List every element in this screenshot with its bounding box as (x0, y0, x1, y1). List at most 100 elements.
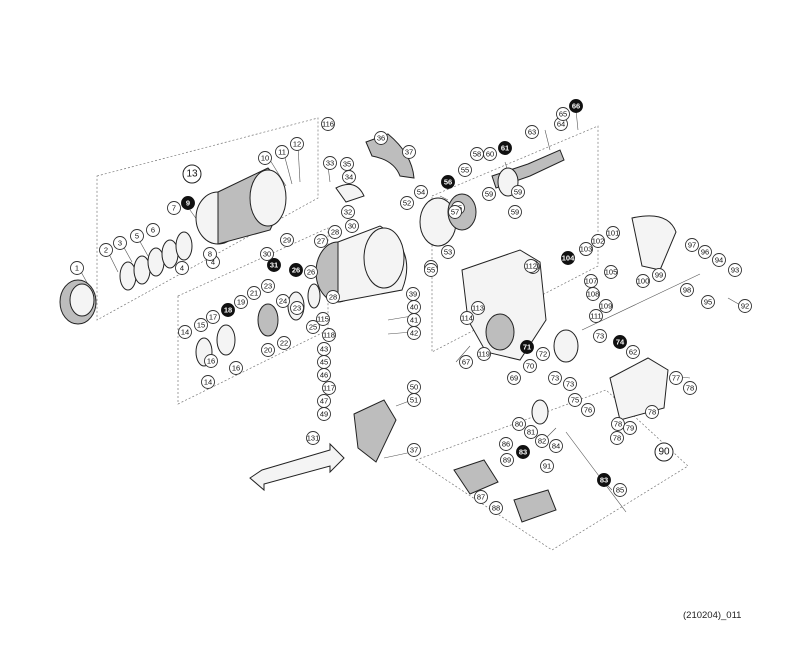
svg-text:28: 28 (329, 293, 337, 302)
svg-text:107: 107 (585, 277, 598, 286)
part-number-callout: 10 (258, 151, 272, 165)
part-number-callout: 55 (458, 163, 472, 177)
svg-text:104: 104 (562, 254, 575, 263)
part-number-callout: 16 (204, 354, 218, 368)
part-number-callout: 81 (524, 425, 538, 439)
svg-text:131: 131 (307, 434, 320, 443)
svg-text:30: 30 (263, 250, 271, 259)
svg-text:41: 41 (410, 316, 418, 325)
svg-text:87: 87 (477, 493, 485, 502)
svg-text:98: 98 (683, 286, 691, 295)
part-number-callout: 75 (568, 393, 582, 407)
part-number-callout: 53 (441, 245, 455, 259)
svg-text:105: 105 (605, 268, 618, 277)
part-number-callout: 72 (536, 347, 550, 361)
svg-text:75: 75 (571, 396, 579, 405)
part-number-callout: 52 (400, 196, 414, 210)
handle-group-frame (415, 389, 689, 551)
part-number-callout: 77 (669, 371, 683, 385)
part-number-callout: 29 (280, 233, 294, 247)
svg-text:4: 4 (211, 258, 215, 267)
svg-text:95: 95 (704, 298, 712, 307)
part-number-callout: 79 (623, 421, 637, 435)
svg-text:1: 1 (75, 264, 79, 273)
svg-text:32: 32 (344, 208, 352, 217)
part-number-callout: 30 (260, 247, 274, 261)
svg-text:15: 15 (197, 321, 205, 330)
svg-text:101: 101 (607, 229, 620, 238)
svg-text:19: 19 (237, 298, 245, 307)
part-number-callout: 59 (482, 187, 496, 201)
part-number-callout: 89 (500, 453, 514, 467)
part-number-callout: 45 (317, 355, 331, 369)
part-number-callout: 71 (520, 340, 534, 354)
svg-text:55: 55 (427, 266, 435, 275)
part-number-callout: 95 (701, 295, 715, 309)
part-number-callout: 86 (499, 437, 513, 451)
svg-text:56: 56 (444, 178, 452, 187)
part-number-callout: 74 (613, 335, 627, 349)
part-number-callout: 69 (507, 371, 521, 385)
part-number-callout: 14 (201, 375, 215, 389)
svg-text:92: 92 (741, 302, 749, 311)
part-number-callout: 92 (738, 299, 752, 313)
part-number-callout: 66 (569, 99, 583, 113)
svg-text:73: 73 (596, 332, 604, 341)
part-number-callout: 16 (229, 361, 243, 375)
svg-text:65: 65 (559, 110, 567, 119)
part-number-callout: 109 (599, 299, 613, 313)
part-number-callout: 62 (626, 345, 640, 359)
part-number-callout: 104 (561, 251, 575, 265)
part-number-callout: 34 (342, 170, 356, 184)
svg-text:24: 24 (279, 297, 287, 306)
svg-text:84: 84 (552, 442, 560, 451)
part-number-callout: 17 (206, 310, 220, 324)
svg-text:81: 81 (527, 428, 535, 437)
part-number-callout: 60 (483, 147, 497, 161)
svg-text:113: 113 (472, 304, 484, 313)
svg-text:109: 109 (600, 302, 613, 311)
part-number-callout: 12 (290, 137, 304, 151)
part-number-callout: 119 (477, 347, 491, 361)
arrow-symbol (249, 442, 345, 492)
part-number-callout: 36 (374, 131, 388, 145)
svg-text:83: 83 (519, 448, 527, 457)
handle (453, 399, 627, 523)
part-number-callout: 113 (471, 301, 485, 315)
part-number-callout: 87 (474, 490, 488, 504)
svg-text:12: 12 (293, 140, 301, 149)
part-number-callout: 47 (317, 394, 331, 408)
svg-text:13: 13 (186, 169, 198, 180)
svg-text:3: 3 (118, 239, 122, 248)
part-number-callout: 59 (511, 185, 525, 199)
part-number-callout: 99 (652, 268, 666, 282)
svg-text:14: 14 (181, 328, 189, 337)
part-number-callout: 20 (261, 343, 275, 357)
part-number-callout: 46 (317, 368, 331, 382)
svg-text:78: 78 (686, 384, 694, 393)
svg-text:4: 4 (180, 264, 184, 273)
svg-text:79: 79 (626, 424, 634, 433)
svg-text:27: 27 (317, 237, 325, 246)
oscillation-parts (553, 273, 701, 363)
part-number-callout: 73 (563, 377, 577, 391)
group-label: 90 (654, 442, 674, 462)
part-number-callout: 108 (586, 287, 600, 301)
svg-text:59: 59 (485, 190, 493, 199)
part-number-callout: 83 (516, 445, 530, 459)
part-number-callout: 100 (636, 274, 650, 288)
svg-text:25: 25 (309, 323, 317, 332)
part-number-callout: 88 (489, 501, 503, 515)
part-number-callout: 5 (130, 229, 144, 243)
body-group-frame (431, 125, 599, 353)
part-number-callout: 55 (424, 263, 438, 277)
svg-text:70: 70 (526, 362, 534, 371)
part-number-callout: 51 (407, 393, 421, 407)
svg-text:78: 78 (614, 420, 622, 429)
svg-text:54: 54 (417, 188, 425, 197)
reel-body (461, 249, 547, 361)
part-number-callout: 103 (579, 242, 593, 256)
part-number-callout: 80 (512, 417, 526, 431)
part-number-callout: 28 (328, 225, 342, 239)
part-number-callout: 14 (178, 325, 192, 339)
